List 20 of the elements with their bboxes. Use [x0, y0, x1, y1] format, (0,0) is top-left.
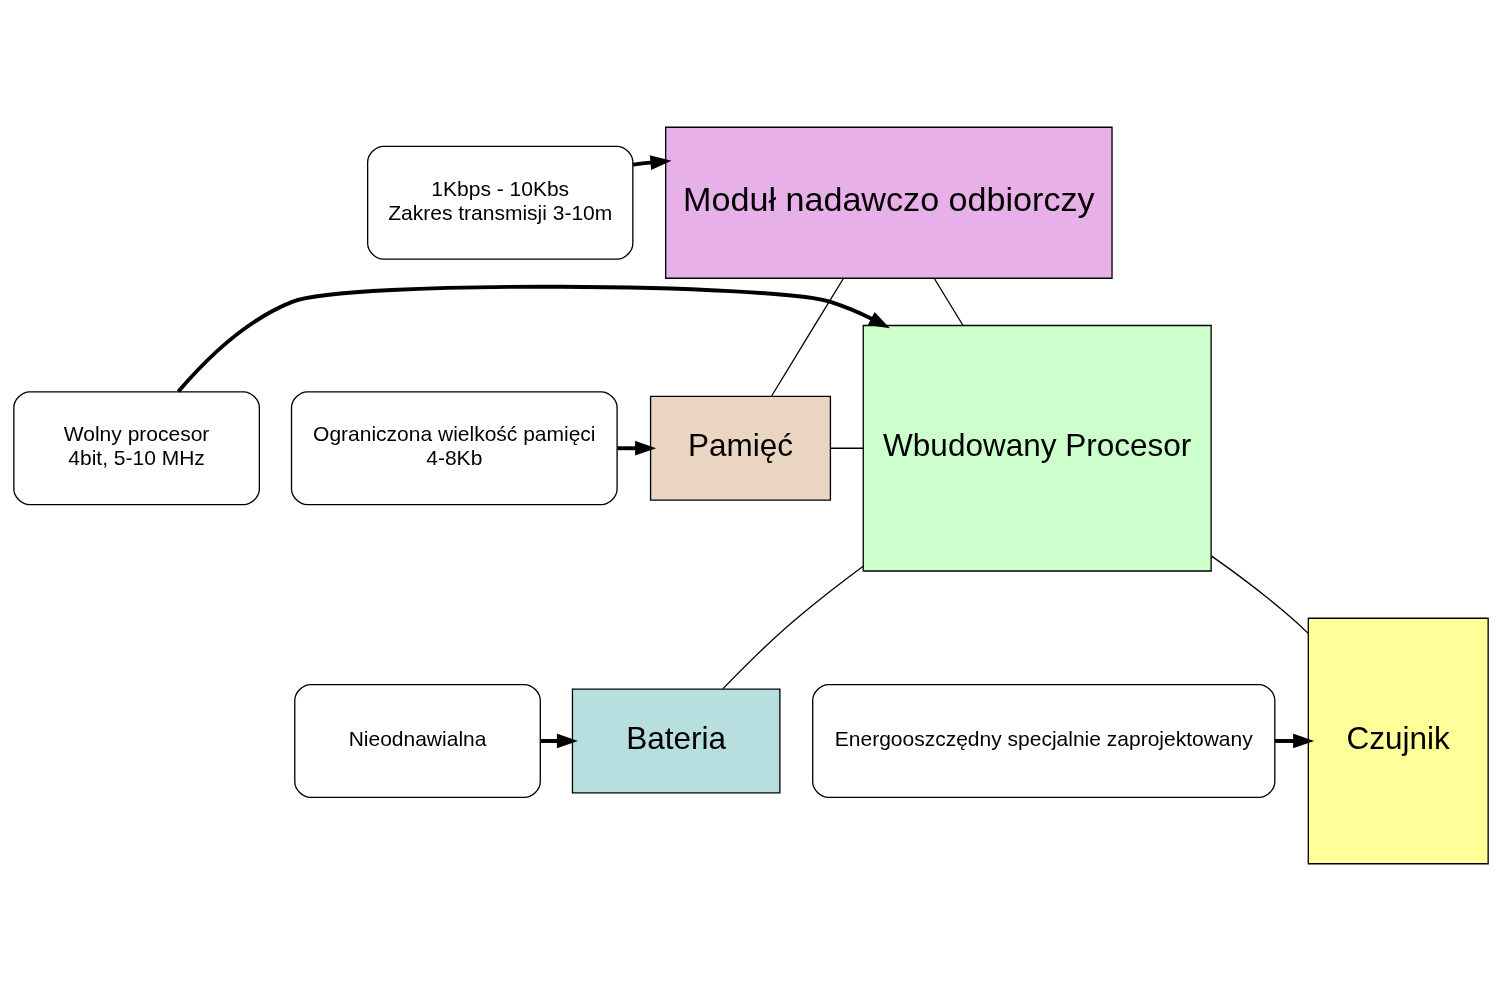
arrow	[632, 154, 672, 170]
connector	[1210, 554, 1309, 634]
node-box: 1Kbps - 10Kbs Zakres transmisji 3-10m	[367, 145, 634, 260]
connector	[722, 565, 864, 689]
arrow	[617, 440, 657, 456]
connector	[770, 277, 845, 397]
arrow	[1275, 733, 1315, 748]
arrow	[540, 733, 578, 748]
connector	[933, 277, 964, 326]
arrow	[176, 284, 890, 393]
connector	[830, 447, 864, 449]
node-box: Bateria	[571, 688, 781, 793]
node-box: Pamięć	[649, 395, 832, 501]
node-box: Czujnik	[1307, 617, 1489, 864]
node-box: Moduł nadawczo odbiorczy	[665, 126, 1113, 279]
node-box: Wbudowany Procesor	[862, 324, 1212, 572]
node-box: Ograniczona wielkość pamięci 4-8Kb	[290, 390, 618, 505]
node-box: Wolny procesor 4bit, 5-10 MHz	[13, 390, 260, 505]
node-box: Energooszczędny specjalnie zaprojektowany	[812, 683, 1276, 798]
node-box: Nieodnawialna	[294, 683, 541, 798]
